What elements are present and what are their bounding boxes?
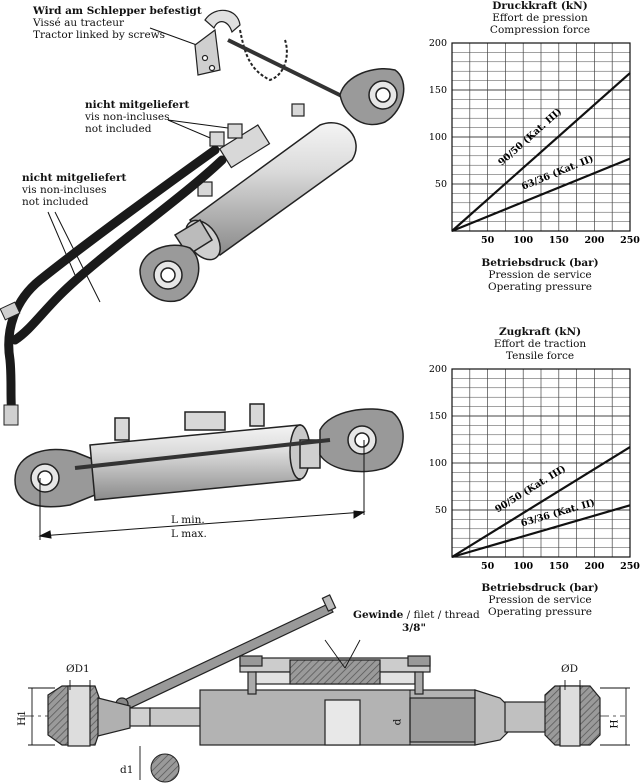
section-left-joint (47, 685, 151, 747)
mount-label-fr: Vissé au tracteur (33, 17, 125, 29)
chart1-xlabel: Betriebsdruck (bar) (481, 257, 599, 269)
x-tick-label: 150 (549, 561, 569, 572)
handle-rod (227, 38, 361, 107)
x-tick-label: 100 (513, 235, 533, 246)
x-tick-label: 50 (481, 561, 495, 572)
x-tick-label: 250 (620, 561, 640, 572)
x-tick-label: 200 (584, 561, 604, 572)
chart1-title-block: Druckkraft (kN) Effort de pression Compr… (440, 0, 640, 36)
not-included-lower-de: nicht mitgeliefert (22, 172, 127, 184)
not-included-upper-fr: vis non-incluses (85, 111, 170, 123)
lower-ball-joint (139, 244, 200, 303)
section-pin-detail (150, 753, 180, 783)
cross-section-illustration (20, 594, 630, 783)
section-right-joint (544, 685, 601, 747)
dim-d1-diameter: ØD1 (66, 663, 90, 675)
dim-d1: d1 (120, 764, 134, 776)
hose-fittings (0, 301, 21, 426)
not-included-lower-en: not included (22, 196, 89, 208)
mount-label-en: Tractor linked by screws (33, 29, 166, 41)
series-line-2 (451, 157, 631, 233)
chart2-xlabel-fr: Pression de service (488, 594, 592, 606)
thread-label-de: Gewinde (353, 609, 404, 621)
section-valve-block (239, 655, 431, 695)
chart1-xlabel-block: Betriebsdruck (bar) Pression de service … (440, 257, 640, 293)
not-included-label-lower: nicht mitgeliefert vis non-incluses not … (22, 172, 126, 208)
y-tick-label: 150 (429, 85, 447, 96)
x-tick-label: 250 (620, 235, 640, 246)
length-dimension (38, 440, 366, 540)
chart2-subtitle-fr: Effort de traction (493, 338, 587, 350)
leader-lines-upper (47, 27, 229, 303)
chart2-xlabel: Betriebsdruck (bar) (481, 582, 599, 594)
y-tick-label: 50 (435, 179, 447, 190)
y-tick-label: 200 (429, 38, 447, 49)
y-tick-label: 100 (429, 458, 447, 469)
dim-h1: H1 (15, 710, 28, 726)
mounting-bracket (194, 9, 241, 76)
not-included-lower-fr: vis non-incluses (22, 184, 107, 196)
section-dimensions (28, 639, 630, 780)
y-tick-label: 50 (435, 505, 447, 516)
plot-frame (451, 42, 631, 232)
chart1-xlabel-fr: Pression de service (488, 269, 592, 281)
chart1-title: Druckkraft (kN) (492, 0, 588, 12)
series-label-2: 63/36 (Kat. II) (520, 497, 597, 529)
section-cylinder (149, 689, 556, 746)
not-included-upper-de: nicht mitgeliefert (85, 99, 190, 111)
x-tick-label: 150 (549, 235, 569, 246)
not-included-upper-en: not included (85, 123, 152, 135)
chart1-subtitle-en: Compression force (489, 24, 591, 36)
series-line-1 (451, 446, 631, 558)
hydraulic-hoses (4, 145, 227, 420)
upper-ball-joint (339, 68, 405, 126)
chart2-xlabel-en: Operating pressure (488, 606, 592, 618)
chart2-title: Zugkraft (kN) (498, 326, 582, 338)
safety-chain (239, 29, 288, 82)
plot-frame (451, 368, 631, 558)
chart1-subtitle-fr: Effort de pression (492, 12, 588, 24)
y-tick-label: 200 (429, 364, 447, 375)
y-tick-label: 150 (429, 411, 447, 422)
cylinder-perspective-illustration (0, 9, 405, 540)
x-tick-label: 100 (513, 561, 533, 572)
chart2-subtitle-en: Tensile force (505, 350, 575, 362)
mount-label: Wird am Schlepper befestigt Vissé au tra… (33, 5, 202, 41)
x-tick-label: 50 (481, 235, 495, 246)
not-included-label-upper: nicht mitgeliefert vis non-incluses not … (85, 99, 189, 135)
series-line-2 (451, 504, 631, 559)
series-line-1 (451, 72, 631, 232)
dim-d: d (391, 718, 404, 726)
dim-d-diameter: ØD (561, 663, 579, 675)
chart2-title-block: Zugkraft (kN) Effort de traction Tensile… (440, 326, 640, 362)
dim-h: H (608, 719, 621, 729)
mount-label-de: Wird am Schlepper befestigt (33, 5, 202, 17)
x-tick-label: 200 (584, 235, 604, 246)
thread-size: 3/8" (402, 622, 426, 634)
length-max-label: L max. (171, 528, 207, 540)
chart1-xlabel-en: Operating pressure (488, 281, 592, 293)
thread-label: Gewinde / filet / thread (353, 609, 480, 621)
chart2-xlabel-block: Betriebsdruck (bar) Pression de service … (440, 582, 640, 618)
cylinder-side-illustration (14, 403, 404, 508)
thread-label-rest: / filet / thread (403, 609, 480, 621)
length-min-label: L min. (171, 514, 205, 526)
y-tick-label: 100 (429, 132, 447, 143)
